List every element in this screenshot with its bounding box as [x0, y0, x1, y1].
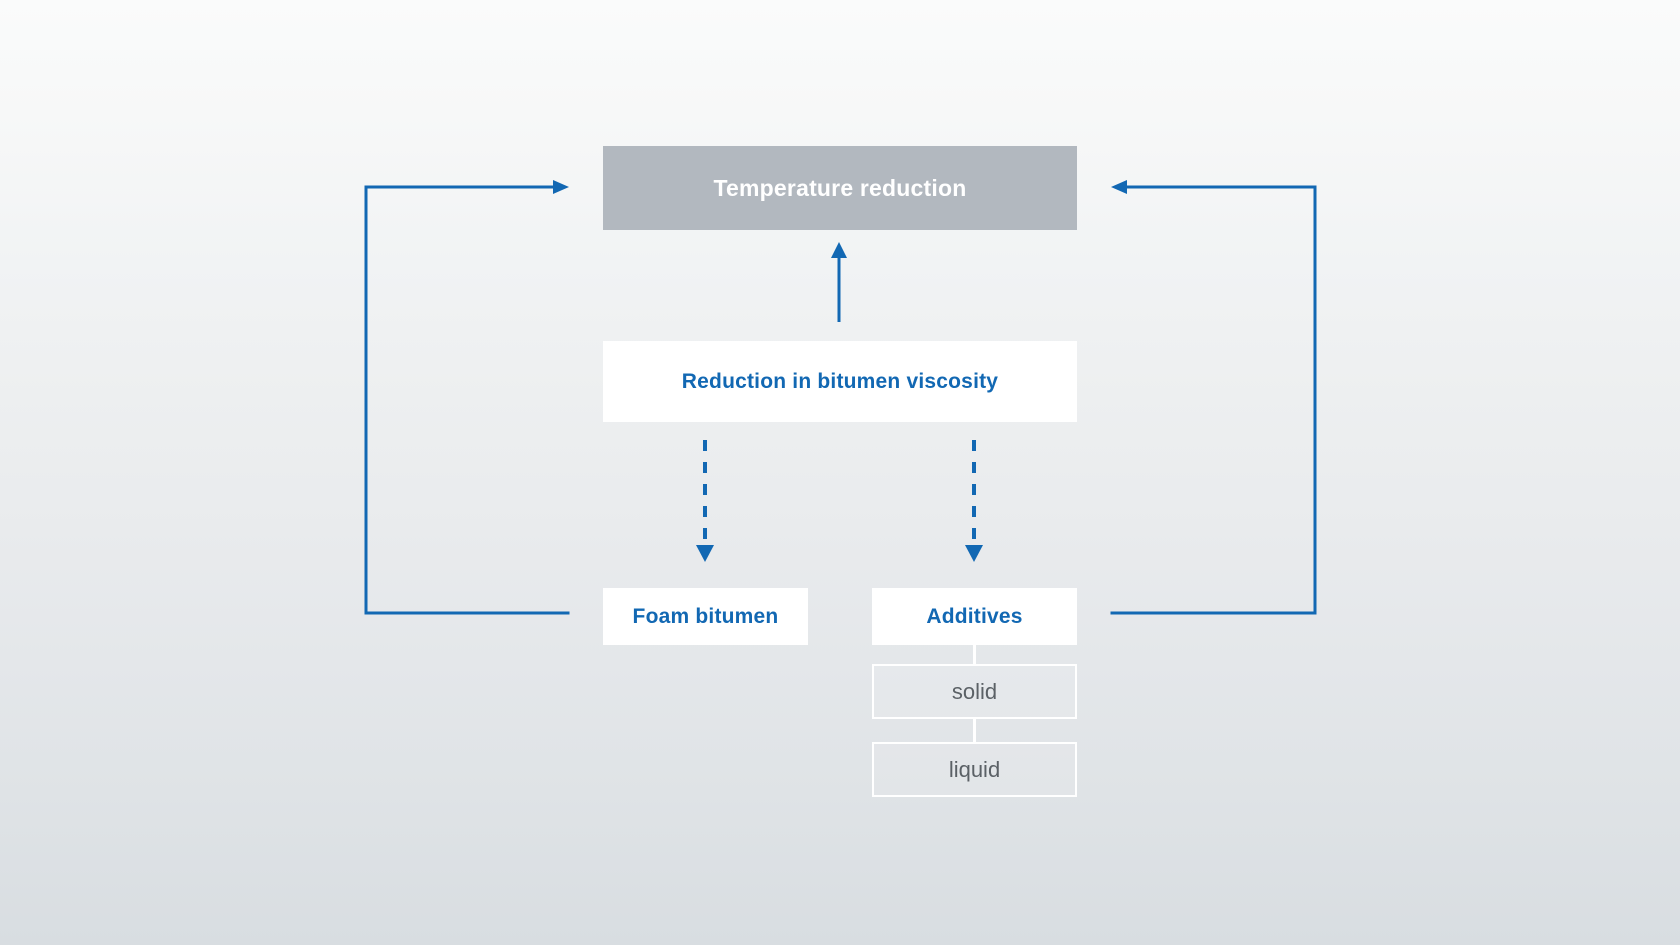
- edge-foam-bitumen-to-temperature-path: [364, 185, 570, 615]
- edge-viscosity-to-temperature: [831, 242, 847, 322]
- edge-additives-to-temperature: [1110, 180, 1317, 615]
- node-additives[interactable]: Additives: [872, 588, 1077, 645]
- node-foam-bitumen[interactable]: Foam bitumen: [603, 588, 808, 645]
- edge-foam-bitumen-to-temperature: [364, 180, 570, 615]
- arrowhead-left-icon: [1111, 180, 1127, 194]
- arrowhead-down-icon: [696, 545, 714, 562]
- arrowhead-down-icon: [965, 545, 983, 562]
- arrowhead-right-icon: [553, 180, 569, 194]
- node-viscosity-reduction[interactable]: Reduction in bitumen viscosity: [603, 341, 1077, 422]
- node-additive-solid[interactable]: solid: [872, 664, 1077, 719]
- edge-solid-to-liquid: [973, 718, 976, 744]
- arrowhead-up-icon: [831, 242, 847, 258]
- node-additive-liquid[interactable]: liquid: [872, 742, 1077, 797]
- edge-viscosity-to-foam-bitumen: [696, 440, 714, 562]
- edge-viscosity-to-additives: [965, 440, 983, 562]
- edge-additives-to-temperature-path: [1110, 185, 1317, 615]
- edge-additives-to-solid: [973, 644, 976, 666]
- node-temperature-reduction[interactable]: Temperature reduction: [603, 146, 1077, 230]
